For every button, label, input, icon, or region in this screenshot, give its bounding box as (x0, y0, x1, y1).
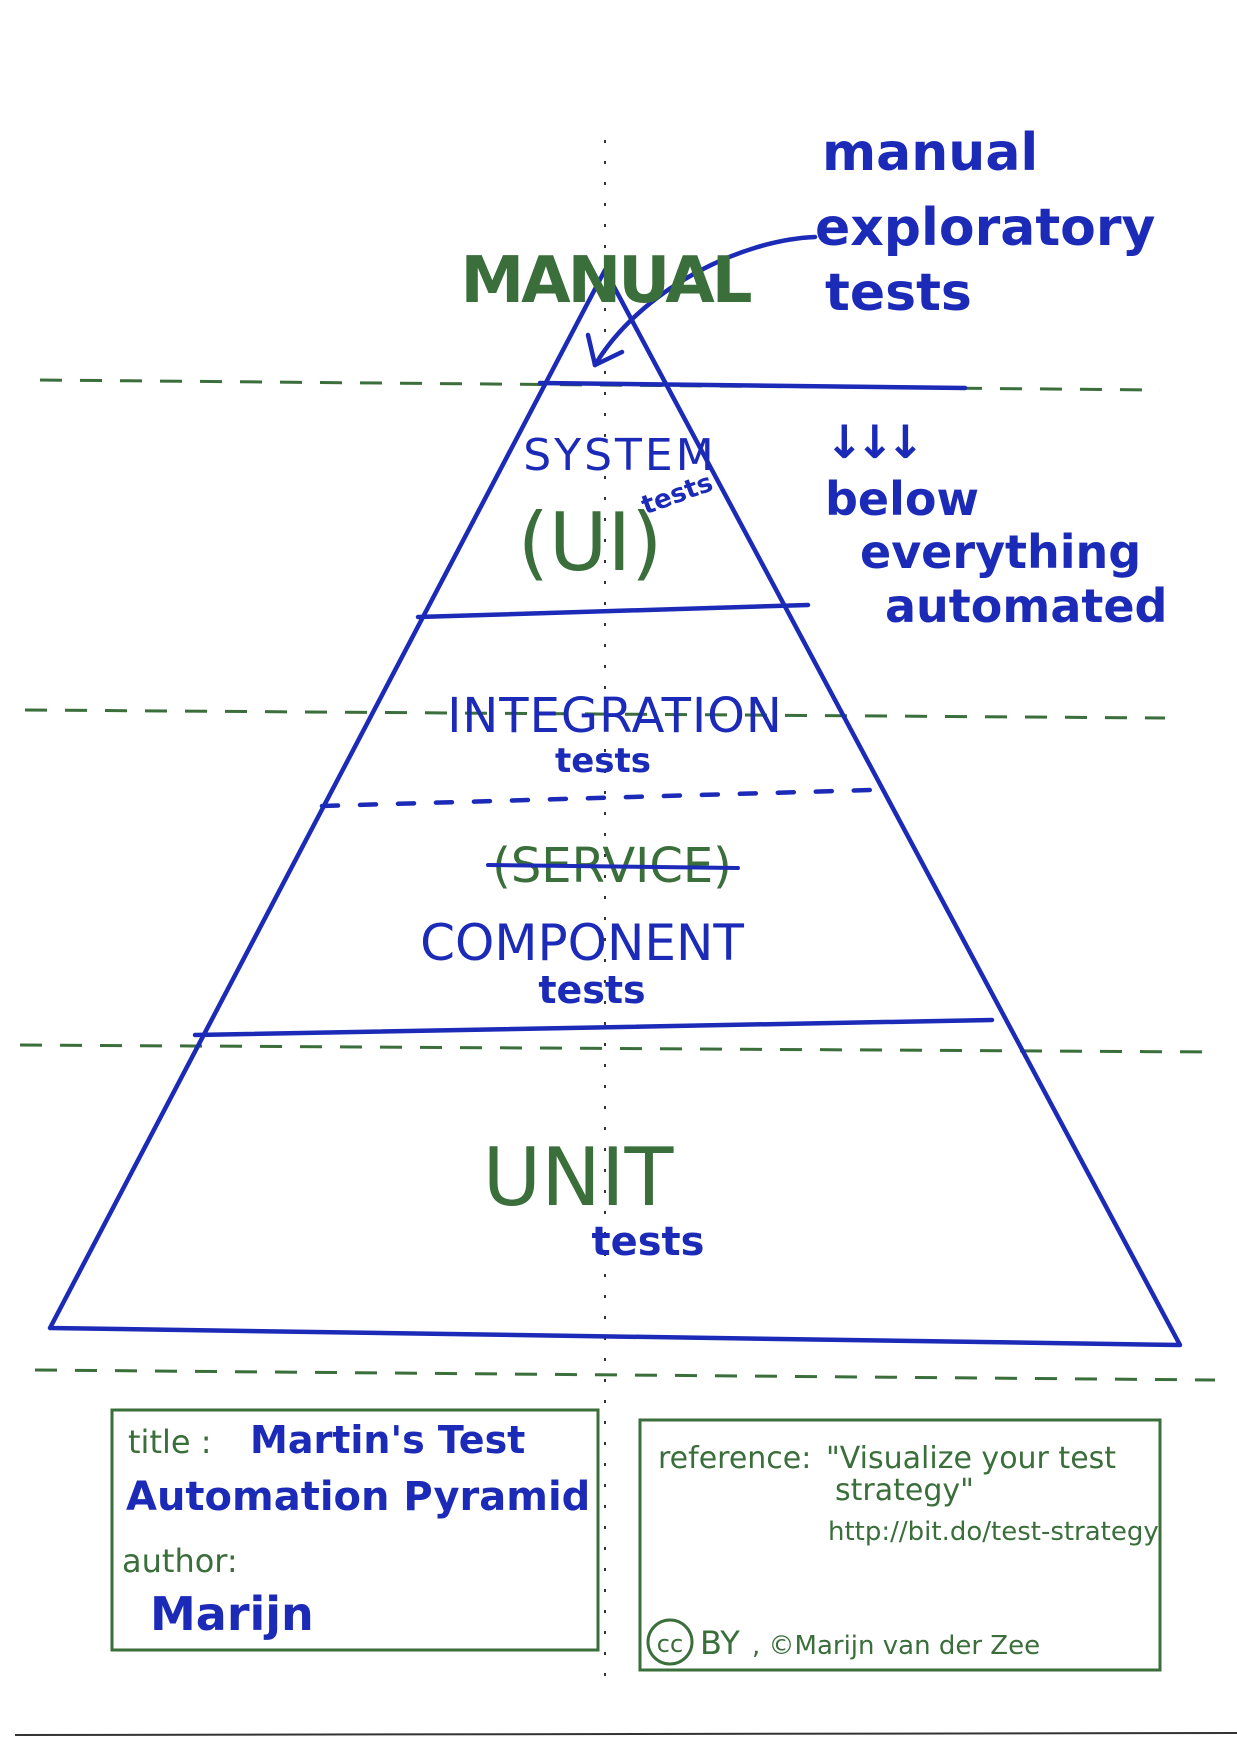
reference-value-line2: strategy" (835, 1473, 974, 1508)
integration-label: INTEGRATION (447, 688, 783, 744)
title-box-border (110, 1408, 600, 1652)
separator-integration (24, 708, 1166, 720)
annotation-manual: manual (822, 123, 1038, 183)
annotation-automated: automated (885, 579, 1167, 633)
integration-sub-label: tests (555, 741, 651, 781)
footer-reference-box: reference: "Visualize your test strategy… (638, 1418, 1162, 1672)
by-license-text: BY (700, 1624, 740, 1662)
manual-arrow (585, 234, 818, 368)
author-value: Marijn (150, 1587, 314, 1641)
title-value-line1: Martin's Test (250, 1418, 525, 1462)
unit-sub-label: tests (592, 1219, 705, 1265)
ui-label: (UI) (518, 496, 663, 589)
pyramid-divider-manual (537, 380, 968, 391)
component-sub-label: tests (538, 968, 645, 1012)
system-label: SYSTEM (523, 430, 716, 481)
reference-label: reference: (658, 1441, 811, 1476)
cc-license-text: cc (657, 1630, 683, 1658)
component-label: COMPONENT (420, 914, 744, 972)
title-value-line2: Automation Pyramid (126, 1474, 590, 1520)
manual-label: MANUAL (460, 244, 751, 318)
manual-exploratory-annotation: manual exploratory tests (815, 123, 1155, 323)
annotation-exploratory: exploratory (815, 198, 1155, 258)
author-label: author: (122, 1542, 238, 1580)
service-strike-line (486, 863, 740, 870)
separator-bottom (34, 1368, 1216, 1382)
page-bottom-rule (14, 1732, 1237, 1736)
down-arrows-icon: ↓↓↓ (825, 415, 917, 469)
annotation-tests: tests (825, 263, 972, 323)
annotation-below: below (825, 472, 979, 526)
automated-annotation: ↓↓↓ below everything automated (825, 415, 1167, 633)
footer-title-box: title : Martin's Test Automation Pyramid… (110, 1408, 600, 1652)
copyright-text: , ©Marijn van der Zee (752, 1631, 1040, 1661)
pyramid-edges (47, 267, 1183, 1348)
pyramid-divider-component (192, 1017, 995, 1038)
reference-url: http://bit.do/test-strategy (828, 1517, 1159, 1547)
reference-value-line1: "Visualize your test (826, 1441, 1116, 1476)
unit-label: UNIT (483, 1131, 675, 1224)
annotation-everything: everything (860, 525, 1141, 579)
cc-license-icon (646, 1618, 694, 1666)
pyramid-outline (47, 267, 1183, 1348)
title-label: title : (128, 1423, 212, 1461)
reference-box-border (638, 1418, 1162, 1672)
pyramid-divider-integration-dashed (319, 787, 873, 809)
pyramid-divider-system (415, 602, 811, 620)
